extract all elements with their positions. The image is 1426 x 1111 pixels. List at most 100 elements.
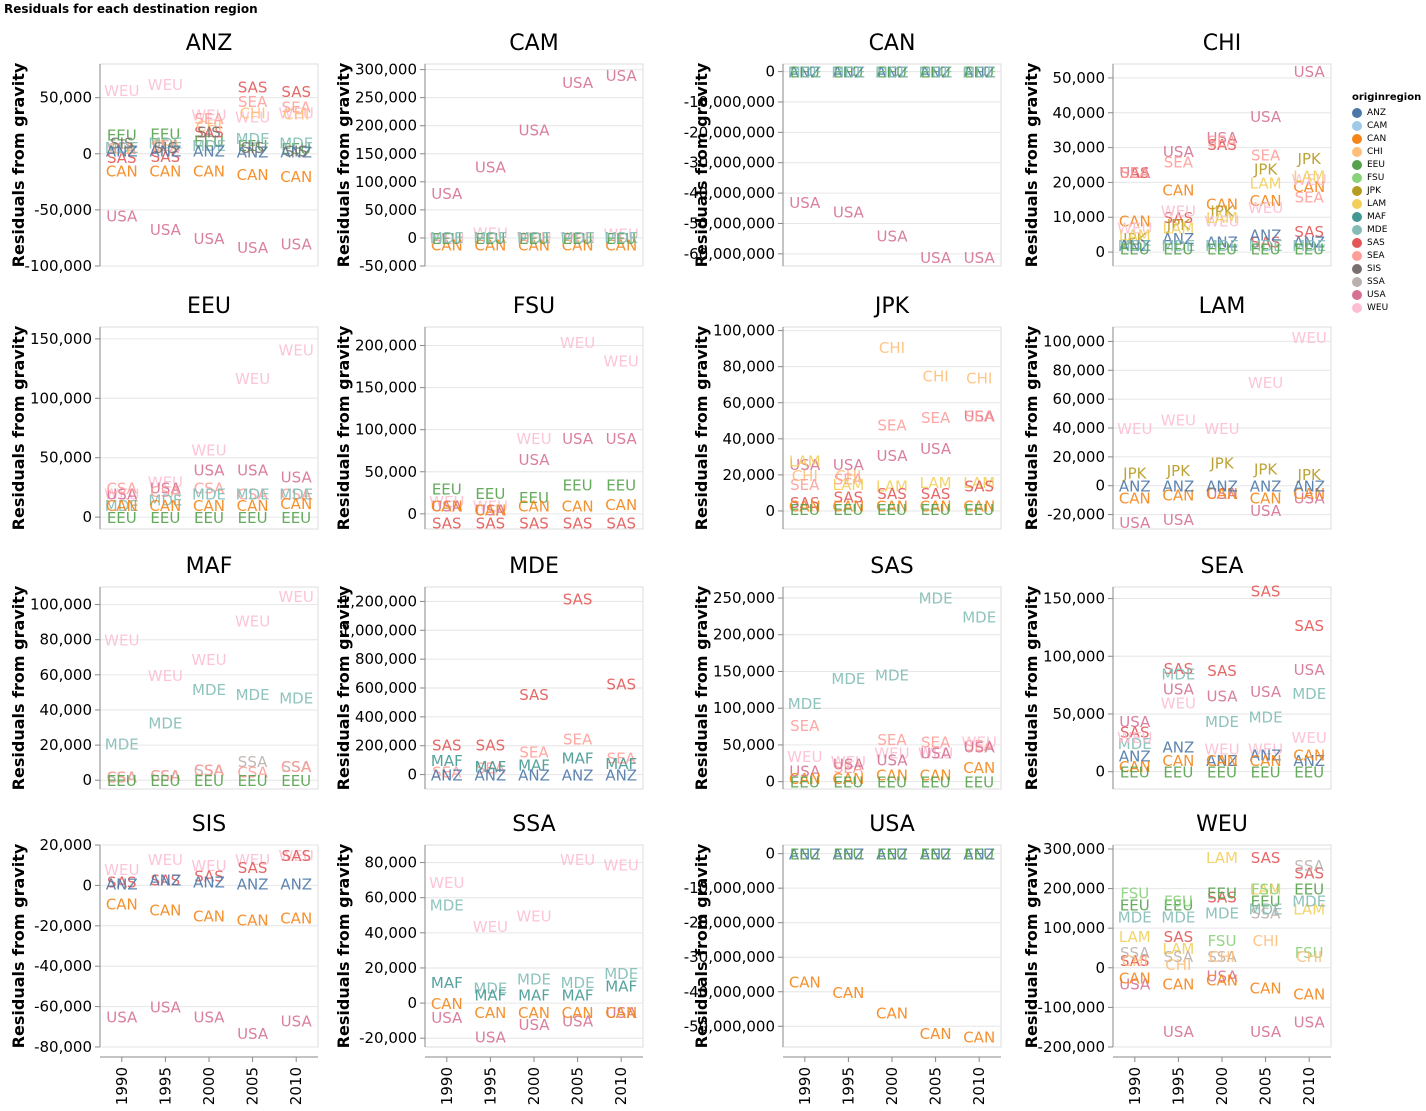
point-label: ANZ <box>1119 748 1151 766</box>
point-label: USA <box>193 1009 225 1027</box>
point-label: CAN <box>1162 752 1194 770</box>
legend-item-jpk[interactable]: JPK <box>1352 184 1421 197</box>
y-tick-label: 200,000 <box>1043 880 1105 898</box>
y-tick-label: -40,000,000 <box>684 983 775 1001</box>
point-label: EEU <box>1294 881 1324 899</box>
point-label: SSA <box>1251 904 1281 922</box>
x-tick-label: 2005 <box>927 1067 945 1105</box>
legend-item-lam[interactable]: LAM <box>1352 197 1421 210</box>
y-tick-label: -30,000,000 <box>684 154 775 172</box>
point-label: JPK <box>1297 466 1322 484</box>
point-label: CSA <box>194 762 225 780</box>
legend-item-anz[interactable]: ANZ <box>1352 106 1421 119</box>
point-label: USA <box>920 249 952 267</box>
point-label: EEU <box>563 476 593 494</box>
legend-swatch <box>1352 276 1362 287</box>
point-label: SAS <box>107 149 137 167</box>
y-tick-label: 40,000 <box>723 430 776 448</box>
y-tick-label: 50,000 <box>365 463 418 481</box>
point-label: EEU <box>475 230 505 248</box>
point-label: MDE <box>604 229 638 247</box>
point-label: SAS <box>432 736 462 754</box>
point-label: MDE <box>1161 237 1195 255</box>
point-label: MDE <box>919 589 953 607</box>
x-tick-label: 2005 <box>569 1067 587 1105</box>
point-label: CHI <box>283 105 309 123</box>
point-label: MDE <box>279 690 313 708</box>
y-tick-label: 0 <box>1095 243 1105 261</box>
point-label: CHI <box>1122 952 1148 970</box>
legend-item-maf[interactable]: MAF <box>1352 210 1421 223</box>
y-tick-label: 0 <box>1095 763 1105 781</box>
y-axis-label: Residuals from gravity <box>692 325 711 530</box>
legend-item-usa[interactable]: USA <box>1352 288 1421 301</box>
point-label: ANZ <box>876 846 908 864</box>
point-label: WEU <box>560 229 595 247</box>
point-label: SAS <box>107 873 137 891</box>
point-label: EEU <box>964 774 994 792</box>
point-label: CAN <box>106 163 138 181</box>
point-label: CAN <box>876 766 908 784</box>
point-label: ANZ <box>1250 227 1282 245</box>
point-label: EEU <box>1120 241 1150 259</box>
legend-item-can[interactable]: CAN <box>1352 132 1421 145</box>
point-label: MDE <box>561 229 595 247</box>
y-tick-label: 0 <box>1095 959 1105 977</box>
point-label: CAN <box>474 237 506 255</box>
point-label: WEU <box>516 907 551 925</box>
point-label: CAN <box>106 497 138 515</box>
point-label: ANZ <box>1293 478 1325 496</box>
point-label: EEU <box>877 64 907 82</box>
y-axis-label: Residuals from gravity <box>9 585 28 790</box>
legend-item-cam[interactable]: CAM <box>1352 119 1421 132</box>
legend-item-ssa[interactable]: SSA <box>1352 275 1421 288</box>
legend-swatch <box>1352 172 1362 183</box>
point-label: SAS <box>834 489 864 507</box>
y-tick-label: 150,000 <box>713 662 775 680</box>
legend-item-sea[interactable]: SEA <box>1352 249 1421 262</box>
point-label: SEA <box>1295 188 1325 206</box>
point-label: SAS <box>476 736 506 754</box>
point-label: CAN <box>1293 986 1325 1004</box>
point-label: CSA <box>281 758 312 776</box>
x-tick-label: 1995 <box>481 1067 499 1105</box>
point-label: CAN <box>149 902 181 920</box>
point-label: WEU <box>1117 420 1152 438</box>
point-label: MDE <box>875 666 909 684</box>
facet-title: CAN <box>869 31 916 56</box>
point-label: CAN <box>1162 486 1194 504</box>
y-tick-label: 10,000 <box>1053 208 1106 226</box>
y-tick-label: -20,000 <box>34 917 92 935</box>
point-label: WEU <box>235 612 270 630</box>
point-label: SAS <box>1251 849 1281 867</box>
y-tick-label: 200,000 <box>713 626 775 644</box>
point-label: MDE <box>148 491 182 509</box>
point-label: MAF <box>431 752 463 770</box>
legend-item-eeu[interactable]: EEU <box>1352 158 1421 171</box>
legend-item-mde[interactable]: MDE <box>1352 223 1421 236</box>
y-tick-label: 40,000 <box>365 924 418 942</box>
legend-item-sas[interactable]: SAS <box>1352 236 1421 249</box>
legend-item-fsu[interactable]: FSU <box>1352 171 1421 184</box>
x-tick-label: 2010 <box>612 1067 630 1105</box>
point-label: ANZ <box>1119 478 1151 496</box>
point-label: SAS <box>519 686 549 704</box>
point-label: SEA <box>1164 154 1194 172</box>
point-label: SEA <box>834 471 864 489</box>
legend-swatch <box>1352 289 1362 300</box>
point-label: SEA <box>107 140 137 158</box>
point-label: CAN <box>920 498 952 516</box>
legend-item-chi[interactable]: CHI <box>1352 145 1421 158</box>
legend-item-sis[interactable]: SIS <box>1352 262 1421 275</box>
y-tick-label: 80,000 <box>1053 361 1106 379</box>
legend-item-weu[interactable]: WEU <box>1352 301 1421 314</box>
y-tick-label: 50,000 <box>1053 69 1106 87</box>
y-tick-label: 200,000 <box>355 337 417 355</box>
point-label: ANZ <box>789 846 821 864</box>
point-label: ANZ <box>280 144 312 162</box>
point-label: USA <box>237 239 269 257</box>
point-label: LAM <box>1162 940 1194 958</box>
point-label: SAS <box>151 148 181 166</box>
point-label: WEU <box>429 874 464 892</box>
point-label: USA <box>964 249 996 267</box>
